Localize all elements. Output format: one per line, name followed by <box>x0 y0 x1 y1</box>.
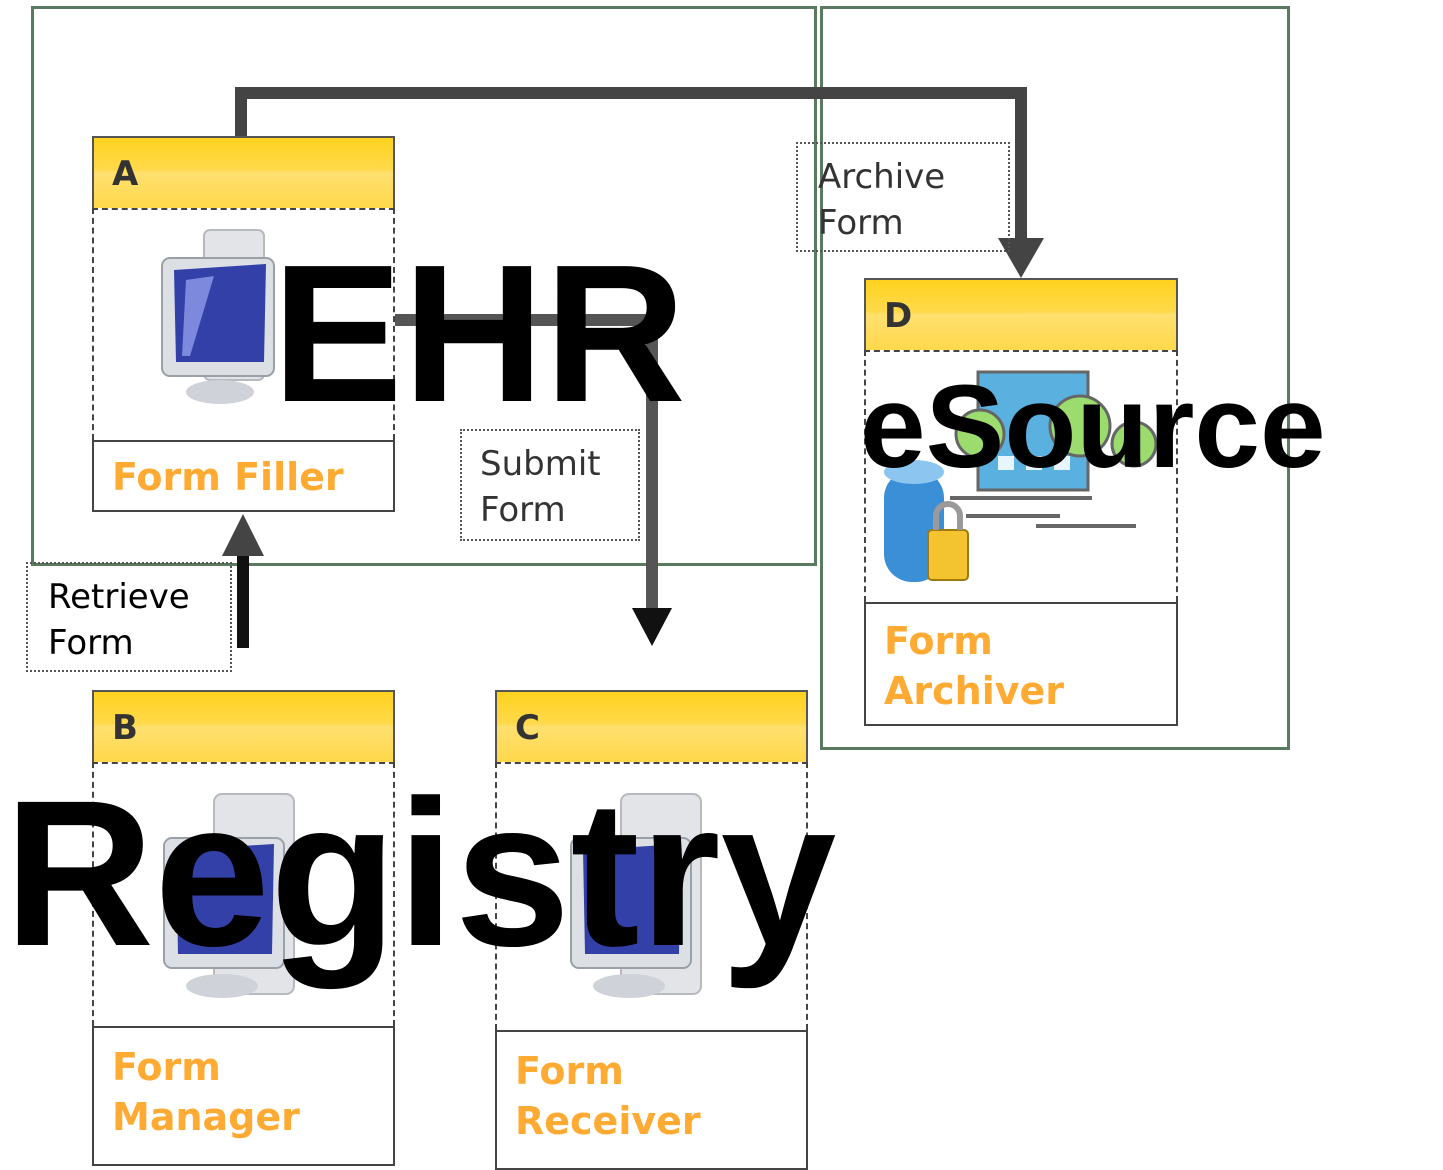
actor-c-letter: C <box>515 708 540 748</box>
actor-d-header: D <box>864 278 1178 350</box>
archive-form-label-box: Archive Form <box>796 142 1010 252</box>
actor-a-letter: A <box>112 154 139 194</box>
registry-label: Registry <box>4 758 837 990</box>
ehr-label: EHR <box>272 224 686 443</box>
actor-b-form-manager: B Form Manager <box>92 690 395 1166</box>
submit-form-arrowhead <box>632 608 672 646</box>
retrieve-form-label: Retrieve Form <box>48 577 190 663</box>
esource-group-box <box>820 6 1290 750</box>
actor-b-label-box: Form Manager <box>92 1026 395 1166</box>
actor-b-body <box>92 762 395 1026</box>
retrieve-form-arrowhead <box>222 514 264 556</box>
actor-b-letter: B <box>112 708 138 748</box>
actor-c-header: C <box>495 690 808 762</box>
computer-icon <box>161 229 275 404</box>
actor-d-label-box: Form Archiver <box>864 602 1178 726</box>
actor-c-label: Form Receiver <box>515 1049 701 1143</box>
actor-a-header: A <box>92 136 395 208</box>
actor-a-label: Form Filler <box>112 455 344 499</box>
esource-label: eSource <box>860 361 1326 493</box>
retrieve-form-label-box: Retrieve Form <box>26 562 232 672</box>
actor-d-label: Form Archiver <box>884 619 1065 713</box>
actor-a-form-filler: A Form Filler <box>92 136 395 512</box>
submit-form-arrow <box>394 314 658 612</box>
actor-a-label-box: Form Filler <box>92 440 395 512</box>
ehr-group-box <box>31 6 817 566</box>
actor-c-form-receiver: C Form Receiver <box>495 690 808 1170</box>
actor-c-label-box: Form Receiver <box>495 1030 808 1170</box>
archive-form-arrow <box>235 87 1027 246</box>
actor-d-letter: D <box>884 296 913 336</box>
submit-form-label-box: Submit Form <box>460 429 640 541</box>
computer-icon <box>163 793 295 998</box>
archive-form-label: Archive Form <box>818 157 946 243</box>
actor-d-form-archiver: D Form Archiver <box>864 278 1178 726</box>
actor-d-body <box>864 350 1178 602</box>
actor-a-body <box>92 208 395 440</box>
computer-icon <box>570 793 702 998</box>
actor-b-header: B <box>92 690 395 762</box>
submit-form-label: Submit Form <box>480 444 601 530</box>
secure-archive-icon <box>884 370 1158 582</box>
actor-b-label: Form Manager <box>112 1045 300 1139</box>
actor-c-body <box>495 762 808 1030</box>
